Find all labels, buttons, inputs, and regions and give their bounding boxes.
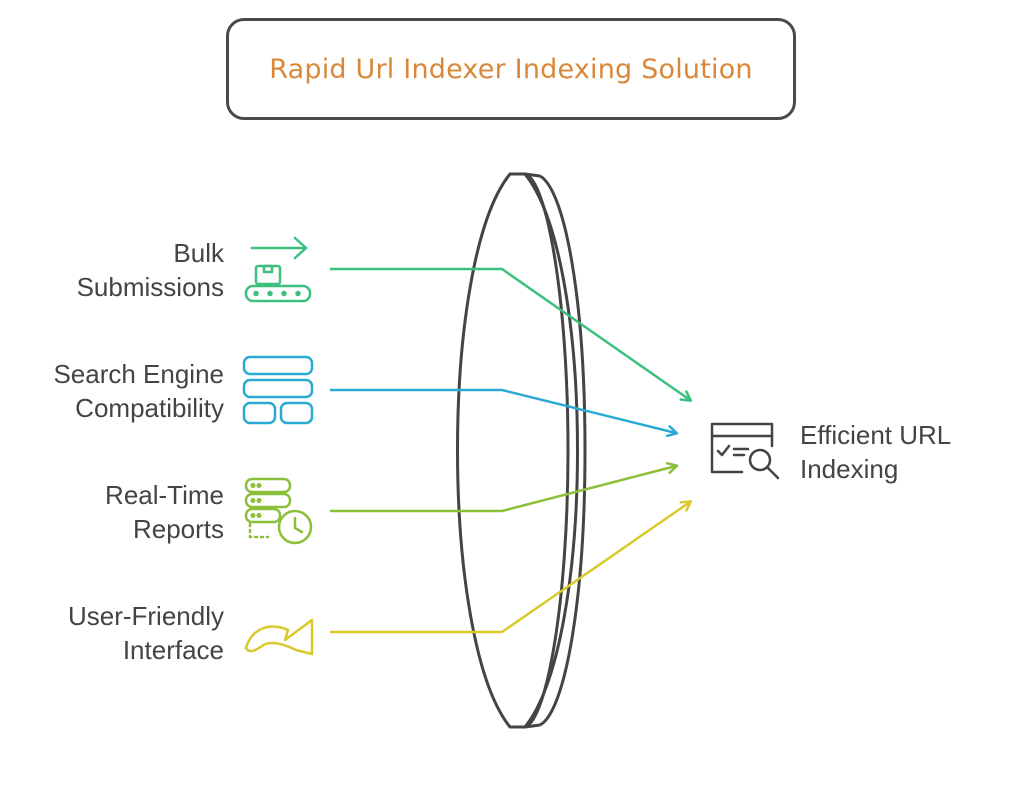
conveyor-box-icon — [244, 236, 312, 303]
label-user-friendly-interface: User-Friendly Interface — [67, 601, 224, 665]
server-clock-icon — [244, 477, 313, 545]
label-efficient-url-indexing: Efficient URL Indexing — [800, 420, 952, 484]
arrow-real-time-reports — [330, 466, 676, 513]
label-search-engine-compatibility: Search Engine Compatibility — [53, 359, 224, 423]
lens-shape — [456, 172, 587, 729]
arrow-user-friendly-interface — [330, 502, 690, 634]
title-box: Rapid Url Indexer Indexing Solution — [226, 18, 796, 120]
label-real-time-reports: Real-Time Reports — [105, 480, 224, 544]
layout-blocks-icon — [242, 355, 314, 425]
search-window-icon — [710, 422, 780, 480]
arrow-bulk-submissions — [330, 267, 690, 400]
arrow-search-engine-compatibility — [330, 388, 676, 433]
diagram-title: Rapid Url Indexer Indexing Solution — [269, 53, 753, 85]
label-bulk-submissions: Bulk Submissions — [76, 238, 224, 302]
curved-arrow-icon — [244, 618, 314, 656]
